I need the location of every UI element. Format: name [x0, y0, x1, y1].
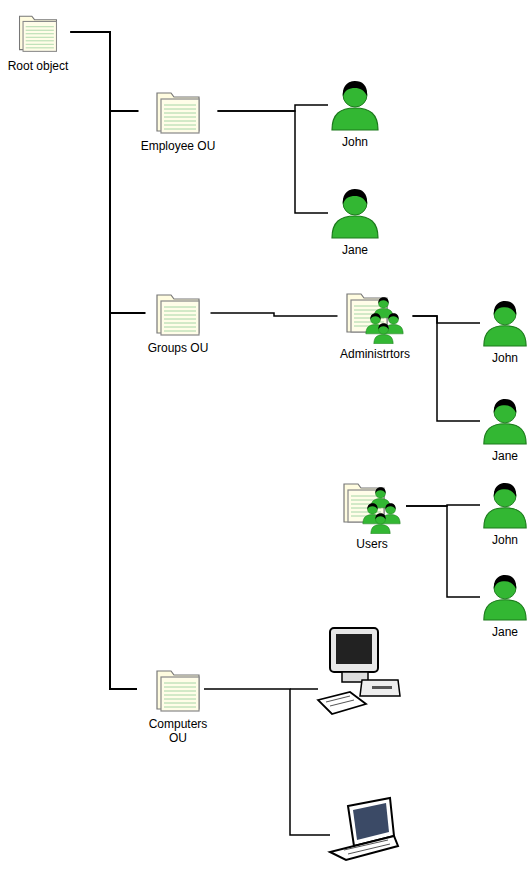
tree-connector [71, 32, 139, 111]
group-icon [343, 288, 407, 344]
tree-connector [413, 316, 481, 323]
node-label: Jane [492, 625, 518, 639]
tree-node: John [480, 480, 530, 547]
node-label: Employee OU [141, 139, 216, 153]
node-label: Jane [342, 243, 368, 257]
tree-connector [71, 32, 146, 313]
folder-icon [153, 86, 203, 136]
tree-connector [71, 32, 138, 689]
node-label: John [492, 533, 518, 547]
tree-connector [406, 506, 480, 597]
tree-node: Jane [480, 396, 530, 463]
node-label: Jane [492, 449, 518, 463]
node-label: Groups OU [148, 341, 209, 355]
node-label: Users [356, 537, 387, 551]
user-icon [482, 396, 528, 446]
tree-node: Jane [328, 186, 382, 257]
desktop-computer-icon [318, 628, 400, 714]
user-icon [330, 78, 380, 132]
folder-icon [16, 8, 60, 56]
tree-connector [211, 313, 338, 316]
tree-node: Employee OU [139, 86, 218, 153]
user-icon [330, 186, 380, 240]
tree-node: Users [338, 478, 406, 551]
node-label: John [342, 135, 368, 149]
tree-node: John [328, 78, 382, 149]
tree-node: John [480, 298, 530, 365]
node-label: John [492, 351, 518, 365]
user-icon [482, 480, 528, 530]
laptop-icon [330, 798, 398, 860]
node-label: Administrtors [340, 347, 410, 361]
tree-connector [413, 316, 481, 421]
folder-icon [153, 664, 203, 714]
tree-connector [218, 105, 329, 111]
tree-connector [218, 111, 329, 213]
tree-node: Computers OU [137, 664, 219, 745]
folder-icon [153, 288, 203, 338]
tree-node: Groups OU [146, 288, 211, 355]
tree-node: Administrtors [338, 288, 413, 361]
node-label: Root object [8, 59, 69, 73]
tree-node: Jane [480, 572, 530, 639]
node-label: Computers OU [139, 717, 217, 745]
computer-leader-lines [204, 689, 330, 835]
tree-node: Root object [6, 8, 71, 73]
user-icon [482, 572, 528, 622]
group-icon [340, 478, 404, 534]
user-icon [482, 298, 528, 348]
